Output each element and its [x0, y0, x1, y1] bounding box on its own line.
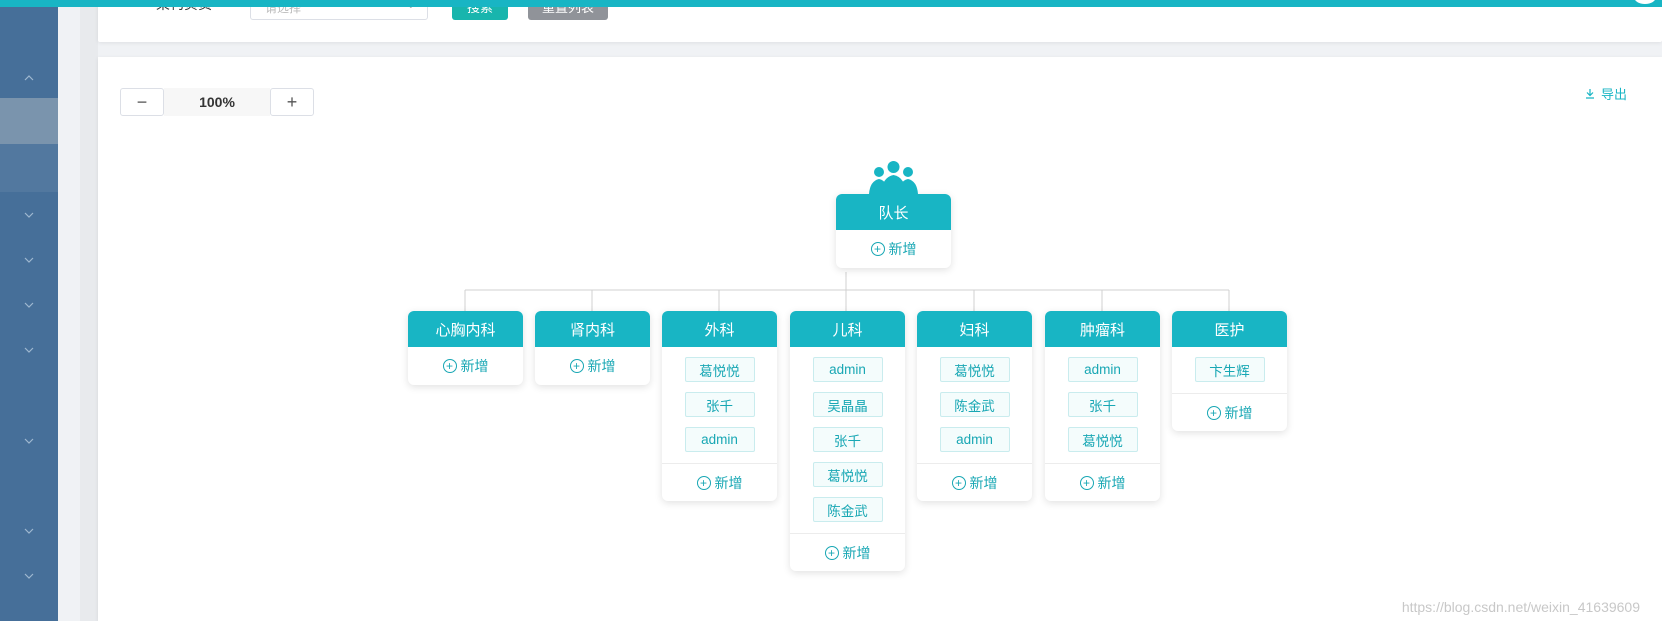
plus-circle-icon: + [951, 475, 966, 490]
node-title: 心胸内科 [408, 311, 523, 347]
zoom-out-button[interactable]: − [120, 88, 164, 116]
org-node: 外科葛悦悦张千 admin +新增 [662, 311, 777, 501]
plus-circle-icon: + [870, 242, 885, 256]
add-member-button[interactable]: +新增 [662, 463, 777, 501]
sidebar-item[interactable] [0, 144, 58, 192]
org-node: 医护卞生辉 +新增 [1172, 311, 1287, 431]
sidebar-item[interactable] [0, 279, 58, 327]
add-label: 新增 [1097, 474, 1126, 491]
top-accent-bar [0, 0, 1662, 7]
content-shade [80, 7, 98, 621]
org-node: 心胸内科+新增 [408, 311, 523, 385]
add-member-button[interactable]: +新增 [1172, 393, 1287, 431]
add-label: 新增 [842, 544, 871, 561]
sidebar-item[interactable] [0, 234, 58, 282]
chevron-down-icon [24, 296, 34, 311]
add-label: 新增 [888, 241, 917, 257]
member-tag[interactable]: 葛悦悦 [1067, 427, 1138, 452]
member-tag[interactable]: 吴晶晶 [812, 392, 883, 417]
member-list: 葛悦悦张千 admin [662, 347, 777, 457]
org-node: 肿瘤科 admin 张千葛悦悦 +新增 [1045, 311, 1160, 501]
export-button[interactable]: 导出 [1585, 84, 1627, 103]
plus-circle-icon: + [1079, 475, 1094, 490]
add-member-button[interactable]: + 新增 [836, 230, 951, 268]
member-tag[interactable]: 张千 [812, 427, 883, 452]
add-label: 新增 [1224, 404, 1253, 421]
member-list: 卞生辉 [1172, 347, 1287, 387]
chevron-down-icon [24, 341, 34, 356]
add-member-button[interactable]: +新增 [535, 347, 650, 385]
add-member-button[interactable]: +新增 [790, 533, 905, 571]
org-node: 肾内科+新增 [535, 311, 650, 385]
team-icon [869, 161, 918, 194]
member-tag[interactable]: admin [812, 357, 883, 382]
add-member-button[interactable]: +新增 [408, 347, 523, 385]
plus-circle-icon: + [696, 475, 711, 490]
add-label: 新增 [969, 474, 998, 491]
org-node: 妇科葛悦悦陈金武 admin +新增 [917, 311, 1032, 501]
member-list: admin 张千葛悦悦 [1045, 347, 1160, 457]
node-title: 队长 [836, 194, 951, 230]
zoom-level: 100% [164, 88, 270, 116]
plus-circle-icon: + [1206, 405, 1221, 420]
member-tag[interactable]: admin [1067, 357, 1138, 382]
add-label: 新增 [460, 358, 489, 374]
export-label: 导出 [1601, 87, 1628, 102]
add-member-button[interactable]: +新增 [917, 463, 1032, 501]
add-label: 新增 [587, 358, 616, 374]
zoom-control: − 100% + [120, 88, 314, 116]
sidebar-item[interactable] [0, 415, 58, 463]
member-tag[interactable]: 陈金武 [812, 497, 883, 522]
plus-circle-icon: + [824, 545, 839, 560]
plus-circle-icon: + [569, 359, 584, 373]
member-tag[interactable]: admin [684, 427, 755, 452]
member-tag[interactable]: admin [939, 427, 1010, 452]
member-list: 葛悦悦陈金武 admin [917, 347, 1032, 457]
sidebar-item[interactable] [0, 98, 58, 146]
node-title: 肿瘤科 [1045, 311, 1160, 347]
member-tag[interactable]: 卞生辉 [1194, 357, 1265, 382]
chevron-down-icon [24, 567, 34, 582]
node-title: 妇科 [917, 311, 1032, 347]
node-title: 肾内科 [535, 311, 650, 347]
org-node-root: 队长 + 新增 [836, 161, 951, 268]
plus-circle-icon: + [442, 359, 457, 373]
member-tag[interactable]: 张千 [684, 392, 755, 417]
chevron-down-icon [24, 522, 34, 537]
add-member-button[interactable]: +新增 [1045, 463, 1160, 501]
sidebar-item[interactable] [0, 189, 58, 237]
org-chart-panel: − 100% + 导出 队长 + 新增 心胸内科+新增肾内科+新增外 [98, 57, 1662, 621]
sidebar-gutter [58, 7, 80, 621]
member-list: admin 吴晶晶张千葛悦悦陈金武 [790, 347, 905, 527]
download-icon [1586, 89, 1594, 99]
add-label: 新增 [714, 474, 743, 491]
node-title: 儿科 [790, 311, 905, 347]
chevron-down-icon [24, 432, 34, 447]
org-node: 儿科 admin 吴晶晶张千葛悦悦陈金武 +新增 [790, 311, 905, 571]
chevron-down-icon [24, 206, 34, 221]
node-title: 外科 [662, 311, 777, 347]
chevron-up-icon [24, 69, 34, 84]
member-tag[interactable]: 葛悦悦 [684, 357, 755, 382]
member-tag[interactable]: 陈金武 [939, 392, 1010, 417]
sidebar-item[interactable] [0, 550, 58, 598]
member-tag[interactable]: 葛悦悦 [939, 357, 1010, 382]
sidebar-item[interactable] [0, 324, 58, 372]
member-tag[interactable]: 张千 [1067, 392, 1138, 417]
sidebar-item[interactable] [0, 52, 58, 100]
member-tag[interactable]: 葛悦悦 [812, 462, 883, 487]
sidebar [0, 7, 58, 621]
watermark: https://blog.csdn.net/weixin_41639609 [1401, 599, 1640, 615]
zoom-in-button[interactable]: + [270, 88, 314, 116]
chevron-down-icon [24, 251, 34, 266]
sidebar-item[interactable] [0, 505, 58, 553]
node-title: 医护 [1172, 311, 1287, 347]
